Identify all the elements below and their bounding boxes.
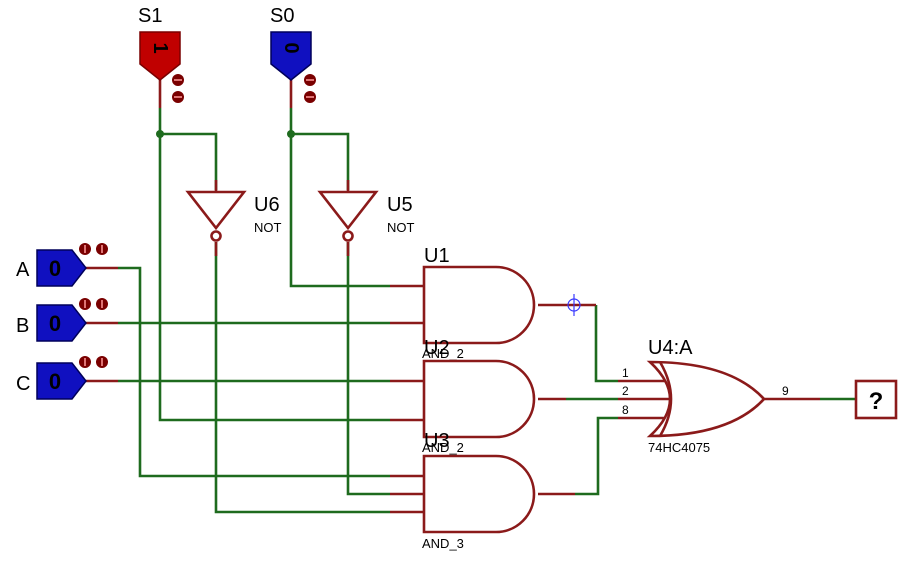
- logic-state-low: [270, 31, 312, 81]
- wire-u6-u3: [214, 242, 390, 514]
- input-s0[interactable]: S0 0: [270, 5, 316, 103]
- wire-s0-u1: [289, 108, 390, 288]
- gate-name-u1: U1: [424, 245, 450, 267]
- gate-type-u2: AND_2: [422, 440, 464, 455]
- wires: [118, 108, 856, 514]
- gate-name-u4: U4:A: [648, 337, 693, 359]
- and-body: [422, 359, 536, 439]
- not-bubble: [210, 230, 222, 242]
- state-value: 0: [49, 311, 61, 336]
- and-body: [422, 265, 536, 345]
- logic-state-low: [36, 249, 87, 287]
- not-triangle: [317, 190, 379, 231]
- wire-u1-u4: [594, 305, 618, 383]
- gate-part-u4: 74HC4075: [648, 440, 710, 455]
- input-s1[interactable]: S1 1: [138, 5, 184, 103]
- junction-s0: [287, 130, 295, 138]
- gate-type-u6: NOT: [254, 220, 282, 235]
- pin-label: 2: [622, 384, 629, 398]
- gate-type-u3: AND_3: [422, 536, 464, 551]
- state-value: 0: [49, 256, 61, 281]
- junction-s1: [156, 130, 164, 138]
- state-value: 1: [149, 42, 171, 53]
- gate-name-u5: U5: [387, 194, 413, 216]
- pin-label: 8: [622, 403, 629, 417]
- or-inner-curve: [658, 361, 673, 437]
- input-c[interactable]: C 0: [16, 356, 108, 400]
- not-gate-u5[interactable]: U5 NOT: [317, 190, 415, 242]
- state-value: 0: [280, 42, 302, 53]
- input-b[interactable]: B 0: [16, 298, 108, 342]
- and-gate-u1[interactable]: U1 AND_2: [422, 245, 536, 361]
- input-label-s0: S0: [270, 5, 294, 27]
- wire-u3-u4: [575, 416, 618, 496]
- and-body: [422, 454, 536, 534]
- input-label-c: C: [16, 373, 30, 395]
- not-bubble: [342, 230, 354, 242]
- not-gate-u6[interactable]: U6 NOT: [185, 190, 282, 242]
- not-triangle: [185, 190, 247, 231]
- wire-s1-u2: [158, 108, 390, 422]
- output-value: ?: [869, 388, 884, 415]
- gate-name-u3: U3: [424, 430, 450, 452]
- or-gate-u4[interactable]: U4:A 74HC4075 1 2 8 9: [622, 337, 789, 455]
- gate-type-u5: NOT: [387, 220, 415, 235]
- wire-u5-u3: [346, 242, 390, 496]
- input-a[interactable]: A 0: [16, 243, 108, 287]
- logic-state-low: [36, 304, 87, 342]
- gate-leads: [86, 80, 820, 514]
- gate-name-u6: U6: [254, 194, 280, 216]
- pin-label: 9: [782, 384, 789, 398]
- wire-s0-u5: [291, 132, 350, 190]
- wire-s1-u6: [160, 132, 218, 190]
- and-gate-u2[interactable]: U2 AND_2: [422, 337, 536, 455]
- and-gate-u3[interactable]: U3 AND_3: [422, 430, 536, 551]
- logic-state-low: [36, 362, 87, 400]
- gate-type-u1: AND_2: [422, 346, 464, 361]
- pin-label: 1: [622, 366, 629, 380]
- output-box: [854, 379, 898, 420]
- state-value: 0: [49, 369, 61, 394]
- input-label-a: A: [16, 259, 30, 281]
- probe-marker: [567, 294, 581, 316]
- wire-a-u3: [118, 266, 390, 478]
- output-probe[interactable]: ?: [854, 379, 898, 420]
- or-body: [646, 360, 766, 438]
- input-label-s1: S1: [138, 5, 162, 27]
- logic-state-high: [139, 31, 181, 81]
- gate-name-u2: U2: [424, 337, 450, 359]
- input-label-b: B: [16, 315, 29, 337]
